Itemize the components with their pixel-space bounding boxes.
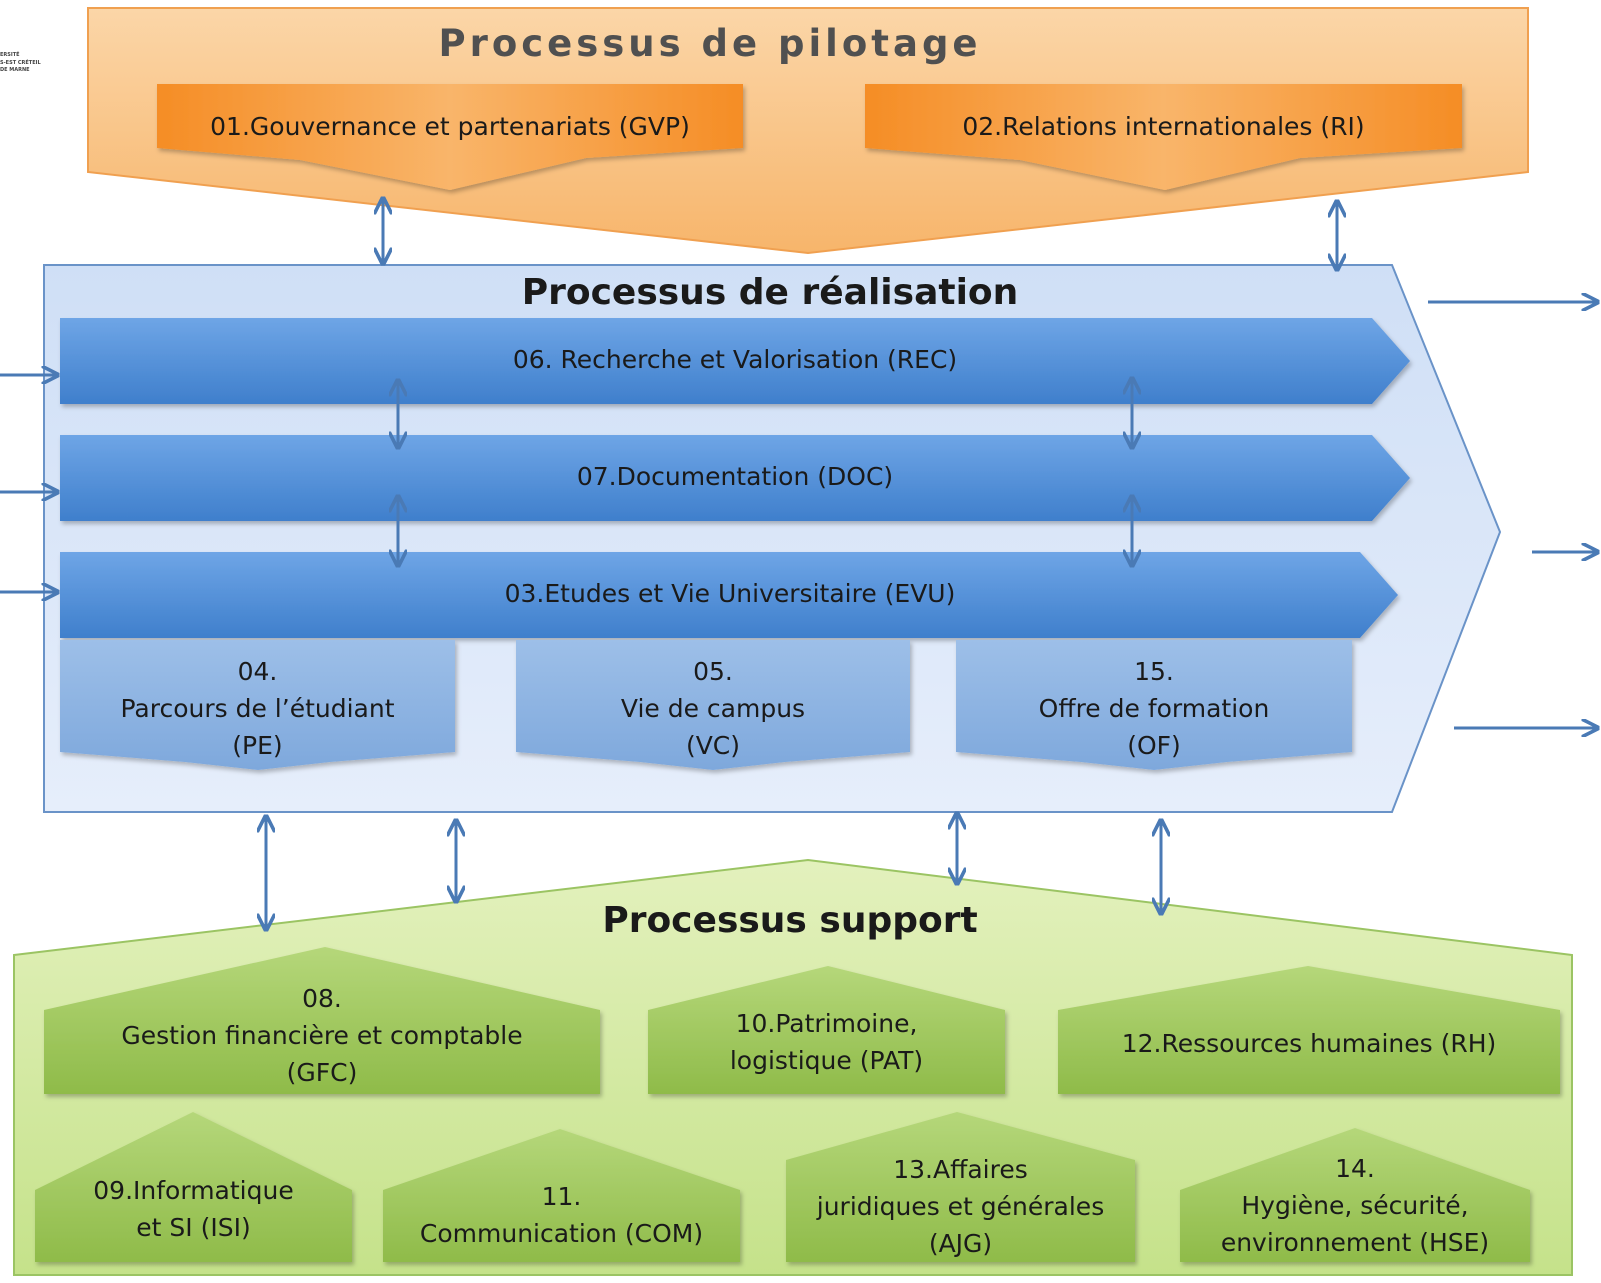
pilotage-section [87,7,1529,255]
arrow-evu [60,552,1398,638]
support-item-gfc-line: (GFC) [286,1058,358,1087]
support-item-rh: 12.Ressources humaines (RH) [1058,1025,1560,1062]
logo-line: S-EST CRÉTEIL [0,59,41,66]
subitem-of-code: (OF) [1127,731,1181,760]
support-item-hse-line: environnement (HSE) [1220,1228,1490,1257]
subitem-vc-code: (VC) [685,731,741,760]
support-item-ajg-line: (AJG) [928,1229,993,1258]
arrow-doc-label: 07.Documentation (DOC) [576,462,894,491]
support-item-com-line: 11. [541,1182,582,1211]
support-section [13,858,1573,1276]
support-item-ajg-line: juridiques et générales [816,1192,1105,1221]
support-item-pat-line: logistique (PAT) [729,1046,924,1075]
support-item-isi-line: 09.Informatique [93,1176,294,1205]
subitem-vc [516,640,910,770]
subitem-pe-number: 04. [237,657,278,686]
subitem-pe [60,640,455,770]
pilotage-background [87,7,1529,255]
pilotage-title: Processus de pilotage [438,22,982,65]
university-logo: ERSITÉ S-EST CRÉTEIL DE MARNE [0,52,74,122]
pilotage-item-ri: 02.Relations internationales (RI) [962,112,1365,141]
support-item-gfc-line: 08. [302,984,342,1013]
support-box-isi [35,1112,352,1262]
subitem-of [956,640,1352,770]
pilotage-box-ri [865,84,1462,190]
logo-line: ERSITÉ [0,52,20,58]
support-item-pat-line: 10.Patrimoine, [735,1009,918,1038]
support-item-gfc: 08. Gestion financière et comptable (GFC… [44,980,600,1091]
arrow-rec-label: 06. Recherche et Valorisation (REC) [512,345,958,374]
realisation-title: Processus de réalisation [521,272,1019,313]
subitem-of-name: Offre de formation [1038,694,1270,723]
support-box-rh [1058,966,1560,1094]
support-item-ajg-line: 13.Affaires [893,1155,1028,1184]
subitem-vc-number: 05. [693,657,733,686]
subitem-vc-label: 05. Vie de campus (VC) [516,653,910,764]
support-box-com [383,1129,740,1262]
logo-line: DE MARNE [0,67,30,73]
support-item-hse-line: Hygiène, sécurité, [1241,1191,1469,1220]
support-item-rh-line: 12.Ressources humaines (RH) [1121,1029,1497,1058]
pilotage-box-gvp [157,84,743,190]
support-item-com: 11. Communication (COM) [383,1178,740,1252]
pilotage-item-gvp: 01.Gouvernance et partenariats (GVP) [210,112,690,141]
subitem-of-label: 15. Offre de formation (OF) [956,653,1352,764]
support-box-gfc [44,947,600,1094]
support-item-ajg: 13.Affaires juridiques et générales (AJG… [786,1151,1135,1262]
support-title: Processus support [602,900,978,941]
support-item-hse-line: 14. [1335,1154,1375,1183]
support-item-pat: 10.Patrimoine, logistique (PAT) [648,1005,1005,1079]
subitem-pe-code: (PE) [232,731,283,760]
support-box-ajg [786,1112,1135,1262]
support-box-pat [648,966,1005,1094]
subitem-pe-name: Parcours de l’étudiant [120,694,395,723]
subitem-of-number: 15. [1134,657,1174,686]
support-box-hse [1180,1128,1530,1262]
arrow-evu-label: 03.Etudes et Vie Universitaire (EVU) [504,579,956,608]
support-item-isi-line: et SI (ISI) [136,1213,251,1242]
connectors [0,200,1596,928]
support-item-hse: 14. Hygiène, sécurité, environnement (HS… [1180,1150,1530,1261]
subitem-vc-name: Vie de campus [620,694,806,723]
support-item-com-line: Communication (COM) [419,1219,704,1248]
subitem-pe-label: 04. Parcours de l’étudiant (PE) [60,653,455,764]
support-item-isi: 09.Informatique et SI (ISI) [35,1172,352,1246]
support-item-gfc-line: Gestion financière et comptable [121,1021,523,1050]
